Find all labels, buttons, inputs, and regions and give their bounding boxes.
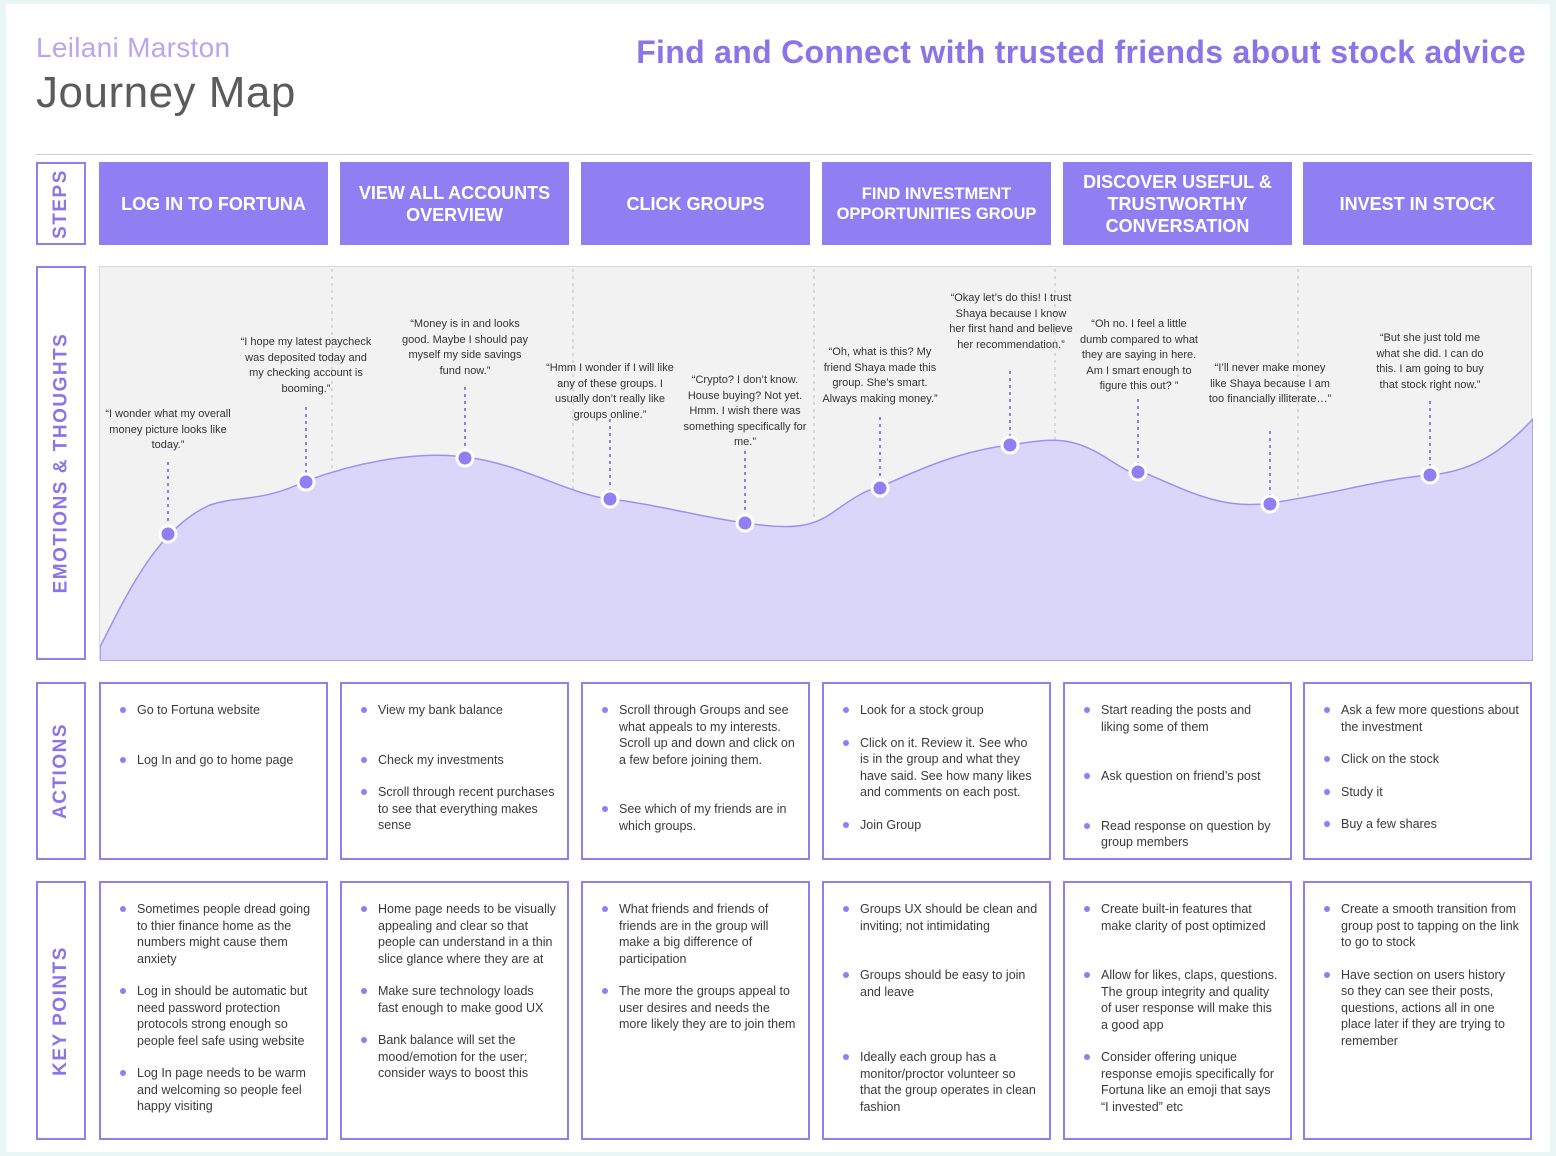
action-item: Ask question on friend’s post <box>1079 768 1280 785</box>
key-points-card-6: Create a smooth transition from group po… <box>1303 881 1532 1140</box>
emotion-point-3 <box>455 448 475 468</box>
step-4: FIND INVESTMENT OPPORTUNITIES GROUP <box>822 162 1051 245</box>
key-point-item: Groups UX should be clean and inviting; … <box>838 901 1039 934</box>
emotion-point-9 <box>1260 494 1280 514</box>
emotion-curve <box>100 417 1533 661</box>
actions-card-5: Start reading the posts and liking some … <box>1063 682 1292 860</box>
action-item: Check my investments <box>356 752 557 769</box>
action-item: Go to Fortuna website <box>115 702 316 719</box>
key-point-item: Make sure technology loads fast enough t… <box>356 983 557 1016</box>
emotion-curve-area: “I wonder what my overall money picture … <box>99 266 1533 661</box>
emotion-quote-6: “Oh, what is this? My friend Shaya made … <box>822 346 938 405</box>
row-label-emotions: EMOTIONS & THOUGHTS <box>36 266 86 660</box>
step-2: VIEW ALL ACCOUNTS OVERVIEW <box>340 162 569 245</box>
row-label-key-points: KEY POINTS <box>36 881 86 1140</box>
actions-card-2: View my bank balance Check my investment… <box>340 682 569 860</box>
key-point-item: The more the groups appeal to user desir… <box>597 983 798 1033</box>
step-5: DISCOVER USEFUL & TRUSTWORTHY CONVERSATI… <box>1063 162 1292 245</box>
header-divider <box>36 154 1532 155</box>
author-name: Leilani Marston <box>36 32 231 63</box>
emotion-quote-10: “But she just told me what she did. I ca… <box>1376 332 1484 391</box>
actions-card-6: Ask a few more questions about the inves… <box>1303 682 1532 860</box>
emotion-quote-3: “Money is in and looks good. Maybe I sho… <box>402 318 528 377</box>
key-points-card-5: Create built-in features that make clari… <box>1063 881 1292 1140</box>
key-point-item: Log in should be automatic but need pass… <box>115 983 316 1049</box>
key-point-item: Have section on users history so they ca… <box>1319 967 1520 1050</box>
step-6: INVEST IN STOCK <box>1303 162 1532 245</box>
emotion-point-6 <box>870 478 890 498</box>
journey-map-sheet: Leilani Marston Journey Map Find and Con… <box>6 4 1550 1152</box>
row-label-steps-text: STEPS <box>50 168 71 239</box>
action-item: Read response on question by group membe… <box>1079 818 1280 851</box>
action-item: Start reading the posts and liking some … <box>1079 702 1280 735</box>
key-points-card-3: What friends and friends of friends are … <box>581 881 810 1140</box>
action-item: Click on the stock <box>1319 751 1520 768</box>
action-item: Ask a few more questions about the inves… <box>1319 702 1520 735</box>
row-label-actions: ACTIONS <box>36 682 86 860</box>
emotion-quote-9: “I’ll never make money like Shaya becaus… <box>1208 362 1332 405</box>
key-point-item: Sometimes people dread going to thier fi… <box>115 901 316 967</box>
key-points-card-2: Home page needs to be visually appealing… <box>340 881 569 1140</box>
key-point-item: Bank balance will set the mood/emotion f… <box>356 1032 557 1082</box>
key-points-card-4: Groups UX should be clean and inviting; … <box>822 881 1051 1140</box>
key-point-item: Allow for likes, claps, questions. The g… <box>1079 967 1280 1033</box>
key-point-item: Consider offering unique response emojis… <box>1079 1049 1280 1115</box>
actions-card-4: Look for a stock group Click on it. Revi… <box>822 682 1051 860</box>
action-item: Buy a few shares <box>1319 816 1520 833</box>
emotion-quote-2: “I hope my latest paycheck was deposited… <box>240 336 372 395</box>
row-label-steps: STEPS <box>36 162 86 245</box>
action-item: See which of my friends are in which gro… <box>597 801 798 834</box>
emotion-quote-5: “Crypto? I don’t know. House buying? Not… <box>683 374 807 448</box>
action-item: Scroll through recent purchases to see t… <box>356 784 557 834</box>
action-item: Study it <box>1319 784 1520 801</box>
emotion-quote-7: “Okay let’s do this! I trust Shaya becau… <box>949 292 1073 351</box>
emotion-point-10 <box>1420 465 1440 485</box>
actions-card-1: Go to Fortuna website Log In and go to h… <box>99 682 328 860</box>
emotion-curve-svg <box>100 267 1533 661</box>
emotion-point-4 <box>600 489 620 509</box>
action-item: Join Group <box>838 817 1039 834</box>
step-1: LOG IN TO FORTUNA <box>99 162 328 245</box>
journey-headline: Find and Connect with trusted friends ab… <box>636 34 1526 70</box>
row-label-key-points-text: KEY POINTS <box>50 945 72 1076</box>
emotion-point-5 <box>735 513 755 533</box>
row-label-emotions-text: EMOTIONS & THOUGHTS <box>50 332 72 594</box>
key-point-item: Create built-in features that make clari… <box>1079 901 1280 934</box>
emotion-quote-1: “I wonder what my overall money picture … <box>105 408 231 451</box>
emotion-point-7 <box>1000 435 1020 455</box>
emotion-point-1 <box>158 524 178 544</box>
key-point-item: Groups should be easy to join and leave <box>838 967 1039 1000</box>
action-item: Click on it. Review it. See who is in th… <box>838 735 1039 801</box>
key-point-item: Log In page needs to be warm and welcomi… <box>115 1065 316 1115</box>
actions-card-3: Scroll through Groups and see what appea… <box>581 682 810 860</box>
key-point-item: Create a smooth transition from group po… <box>1319 901 1520 951</box>
emotion-point-8 <box>1128 462 1148 482</box>
action-item: Look for a stock group <box>838 702 1039 719</box>
action-item: Log In and go to home page <box>115 752 316 769</box>
action-item: Scroll through Groups and see what appea… <box>597 702 798 768</box>
step-3: CLICK GROUPS <box>581 162 810 245</box>
emotion-quote-8: “Oh no. I feel a little dumb compared to… <box>1079 318 1198 392</box>
action-item: View my bank balance <box>356 702 557 719</box>
key-point-item: Home page needs to be visually appealing… <box>356 901 557 967</box>
emotion-point-2 <box>296 472 316 492</box>
key-points-card-1: Sometimes people dread going to thier fi… <box>99 881 328 1140</box>
page-title: Journey Map <box>36 68 296 117</box>
key-point-item: What friends and friends of friends are … <box>597 901 798 967</box>
emotion-quote-4: “Hmm I wonder if I will like any of thes… <box>546 362 674 421</box>
key-point-item: Ideally each group has a monitor/proctor… <box>838 1049 1039 1115</box>
row-label-actions-text: ACTIONS <box>50 723 71 819</box>
